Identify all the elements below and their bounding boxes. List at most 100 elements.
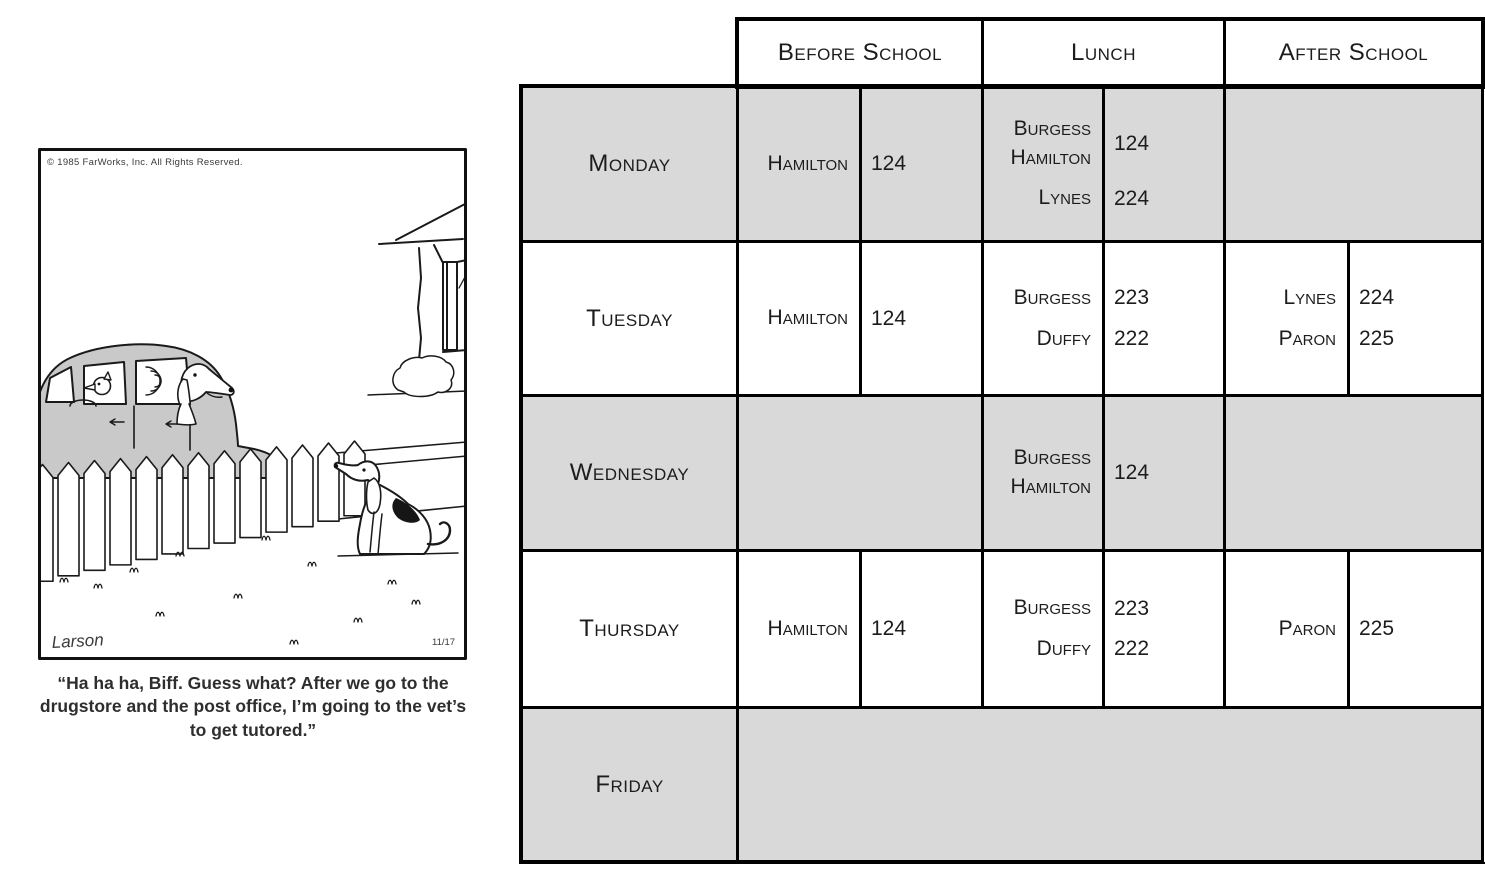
grass-tuft	[93, 583, 103, 589]
day-label: Thursday	[579, 615, 680, 642]
caption-line: drugstore and the post office, I’m going…	[39, 696, 467, 717]
day-label: Monday	[588, 150, 671, 177]
schedule-entry: Hamilton 124	[739, 304, 981, 333]
tutor-name: Burgess	[1013, 285, 1091, 309]
column-header-label: Lunch	[1071, 39, 1136, 66]
tutor-name: Hamilton	[1010, 145, 1091, 169]
column-header-before: Before School	[736, 18, 984, 88]
grass-tuft	[289, 639, 299, 645]
grass-tuft	[307, 561, 317, 567]
fence-picket	[265, 446, 288, 533]
wednesday-after-cell	[1223, 394, 1484, 552]
tutor-names: Burgess	[984, 594, 1091, 623]
grass-tuft	[233, 593, 243, 599]
sound-arcs	[145, 366, 162, 396]
grass-tufts	[59, 535, 421, 645]
thursday-after-cell: Paron 225	[1223, 549, 1484, 709]
panel-border	[38, 148, 467, 660]
driver-dog-drawing	[69, 371, 112, 407]
room-number: 222	[1114, 637, 1150, 661]
room-number: 222	[1114, 326, 1150, 350]
cell-divider	[1102, 88, 1105, 240]
cell-divider	[859, 88, 862, 240]
fence-picket	[187, 451, 210, 550]
windshield	[45, 366, 75, 403]
cell-divider	[1347, 552, 1350, 706]
thursday-before-cell: Hamilton 124	[736, 549, 984, 709]
tutor-name: Paron	[1278, 616, 1336, 640]
artist-signature: Larson	[51, 630, 104, 652]
monday-after-cell	[1223, 85, 1484, 243]
fence-picket	[109, 457, 132, 566]
schedule-entry: Paron 225	[1226, 615, 1481, 644]
picket-fence	[38, 440, 366, 583]
comic-caption: “Ha ha ha, Biff. Guess what? After we go…	[28, 672, 478, 742]
tutor-names: Paron	[1226, 325, 1336, 354]
fence-picket	[135, 455, 158, 561]
tutor-name: Hamilton	[767, 151, 848, 175]
fence-picket	[239, 448, 262, 539]
tutor-name: Hamilton	[1010, 475, 1091, 498]
tutor-name: Paron	[1278, 326, 1336, 350]
room-number: 124	[1114, 131, 1150, 155]
day-label: Tuesday	[586, 304, 673, 332]
car-drawing	[38, 343, 287, 479]
copyright-line: © 1985 FarWorks, Inc. All Rights Reserve…	[47, 157, 243, 168]
dog-spot	[392, 498, 420, 523]
far-side-comic-panel: © 1985 FarWorks, Inc. All Rights Reserve…	[38, 148, 467, 660]
cell-divider	[1102, 397, 1105, 549]
schedule-entry: Duffy 222	[984, 635, 1223, 664]
grass-tuft	[261, 535, 271, 541]
row-label-tuesday: Tuesday	[520, 240, 739, 397]
fence-picket	[291, 444, 314, 528]
tutor-names: Hamilton	[739, 615, 848, 644]
door-handle	[109, 418, 125, 426]
sitting-dog-drawing	[333, 460, 459, 557]
column-header-lunch: Lunch	[981, 18, 1226, 88]
room-number: 124	[871, 306, 907, 330]
cell-entries: Hamilton 124	[739, 243, 981, 394]
friday-empty-cell	[736, 706, 1484, 863]
date-code: 11/17	[432, 637, 455, 648]
tutor-names: Lynes	[1226, 284, 1336, 313]
room-number: 124	[871, 617, 907, 640]
grass-tuft	[129, 567, 139, 573]
fence-picket	[57, 461, 80, 577]
tutor-names: Duffy	[984, 635, 1091, 664]
tutor-names: Burgess	[984, 284, 1091, 313]
tutor-names: Hamilton	[739, 304, 848, 333]
steering-wheel	[69, 399, 97, 407]
room-number: 224	[1114, 186, 1150, 210]
fence-picket	[161, 453, 184, 555]
bush-drawing	[392, 355, 455, 398]
day-label: Friday	[595, 770, 664, 798]
grass-tuft	[387, 579, 397, 585]
dog-tail	[426, 521, 452, 546]
room-number: 225	[1359, 617, 1395, 640]
room-number: 224	[1359, 286, 1395, 310]
tutor-name: Duffy	[1036, 637, 1091, 660]
tutor-name: Burgess	[1013, 596, 1091, 620]
tutor-names: Paron	[1226, 615, 1336, 644]
cell-divider	[1102, 552, 1105, 706]
grass-tuft	[59, 577, 69, 583]
grass-tuft	[411, 599, 421, 605]
tutor-name: Hamilton	[767, 306, 848, 330]
cell-divider	[1347, 243, 1350, 394]
cell-entries: Paron 225	[1226, 552, 1481, 706]
